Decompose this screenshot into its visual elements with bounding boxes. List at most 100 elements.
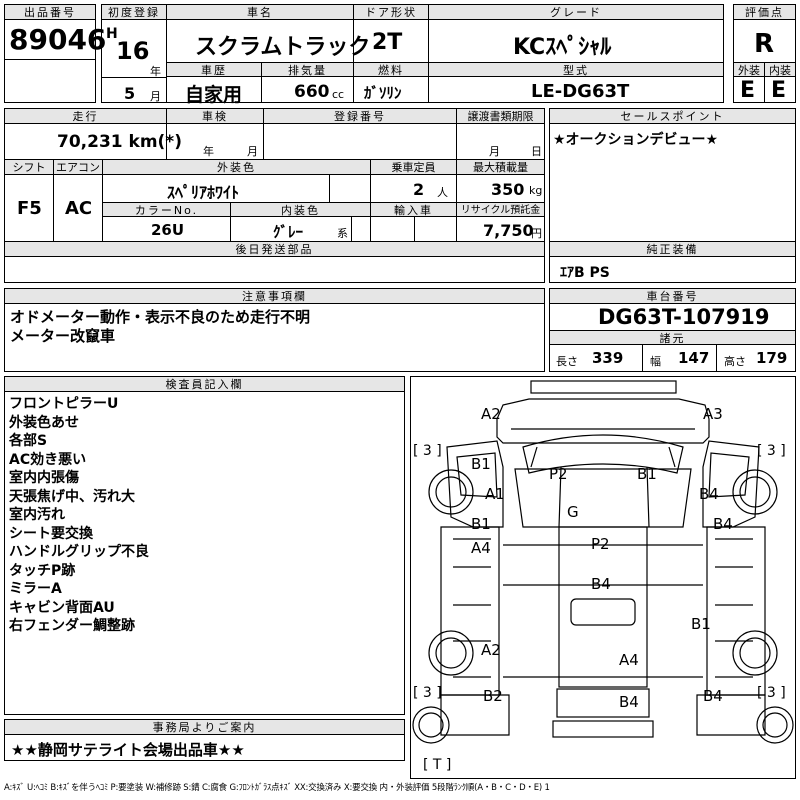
door-type: 2T	[372, 30, 403, 55]
equipment-box: 純正装備 ｴｱB PS	[549, 241, 796, 283]
chassis-number: DG63T-107919	[598, 305, 770, 329]
color-no: 26U	[151, 221, 185, 239]
damage-mark: B1	[691, 615, 711, 633]
office-notice: ★★静岡サテライト会場出品車★★	[11, 741, 245, 759]
mileage-box: 走行 70,231 km(*)	[4, 108, 182, 160]
model-label: 型式	[428, 62, 724, 77]
documents-month-unit: 月	[489, 145, 500, 158]
interior-color: ｸﾞﾚｰ	[273, 223, 304, 241]
color-no-box: カラーNo. 26U	[102, 202, 231, 242]
bed-floor-shape	[558, 526, 648, 688]
spare-tire-mark: [ T ]	[423, 757, 452, 773]
rear-right-shape	[696, 694, 766, 736]
history-label: 車歴	[166, 62, 262, 77]
shift-box: シフト F5	[4, 159, 54, 242]
color-divider	[329, 175, 330, 203]
door-label: ドア形状	[353, 4, 429, 20]
height-label: 高さ	[724, 355, 746, 368]
sales-point: ★オークションデビュー★	[553, 132, 719, 148]
shift: F5	[17, 198, 42, 219]
mileage-label: 走行	[4, 108, 167, 124]
vehicle-diagram: A2 A3 B1 P2 B1 A1 B4 G B1 B4 A4 P2 B4 B1…	[410, 376, 796, 779]
max-load: 350	[491, 180, 525, 199]
later-parts-label: 後日発送部品	[4, 241, 545, 257]
lot-number-label: 出品番号	[4, 4, 96, 20]
damage-mark: G	[567, 503, 579, 521]
inspector-line: シート要交換	[9, 525, 93, 542]
max-load-unit: kg	[529, 184, 543, 197]
inspector-line: ハンドルグリップ不良	[9, 544, 149, 560]
history-box: 車歴 自家用	[166, 62, 262, 106]
fuel-label: 燃料	[353, 62, 429, 77]
score-label: 評価点	[733, 4, 796, 20]
grade-box: グレード KCｽﾍﾟｼｬﾙ	[428, 4, 724, 63]
damage-mark: P2	[549, 465, 568, 483]
damage-mark: A4	[619, 651, 639, 669]
equipment-label: 純正装備	[549, 241, 796, 257]
damage-mark: A4	[471, 539, 491, 557]
shift-label: シフト	[4, 159, 54, 175]
recycle-box: リサイクル預託金 7,750 円	[456, 202, 545, 242]
door-box: ドア形状 2T	[353, 4, 429, 63]
caution-line-2: メーター改竄車	[10, 327, 116, 345]
inspector-line: キャビン背面AU	[9, 599, 115, 616]
caution-label: 注意事項欄	[4, 288, 545, 304]
recycle-fee-unit: 円	[531, 227, 542, 240]
reg-year-unit: 年	[150, 65, 161, 78]
aircon: AC	[65, 198, 93, 219]
history: 自家用	[185, 84, 243, 106]
capacity-unit: 人	[437, 186, 448, 199]
car-name-box: 車名 スクラムトラック	[166, 4, 370, 63]
exterior-score-box: 外装 E	[733, 62, 765, 103]
inspector-line: ミラーA	[9, 581, 62, 597]
office-label: 事務局よりご案内	[4, 719, 405, 735]
inspector-line: 天張焦げ中、汚れ大	[9, 488, 135, 505]
inspection-label: 車検	[166, 108, 264, 124]
interior-color-divider	[351, 217, 352, 242]
dims-divider-1	[642, 345, 643, 372]
reg-year: 16	[116, 37, 150, 65]
car-name: スクラムトラック	[195, 35, 371, 60]
interior-label: 内装	[764, 62, 796, 77]
score-box: 評価点 R	[733, 4, 796, 63]
inspector-label: 検査員記入欄	[4, 376, 405, 392]
right-bed-side	[706, 526, 766, 696]
grade: KCｽﾍﾟｼｬﾙ	[513, 35, 612, 60]
chassis-label: 車台番号	[549, 288, 796, 304]
recycle-label: リサイクル預託金	[456, 202, 545, 217]
displacement: 660	[294, 82, 330, 102]
damage-mark: P2	[591, 535, 610, 553]
damage-mark: B4	[703, 687, 723, 705]
inspection-box: 車検 年 月	[166, 108, 264, 160]
grade-label: グレード	[428, 4, 724, 20]
damage-mark: B4	[713, 515, 733, 533]
aircon-label: エアコン	[53, 159, 103, 175]
office-box: 事務局よりご案内 ★★静岡サテライト会場出品車★★	[4, 719, 405, 761]
sales-point-box: セールスポイント ★オークションデビュー★	[549, 108, 796, 242]
capacity: 2	[413, 180, 425, 199]
reg-month-unit: 月	[150, 90, 161, 103]
front-bumper-shape	[530, 380, 677, 394]
interior-color-label: 内装色	[230, 202, 371, 217]
import-label: 輸入車	[370, 202, 457, 217]
model-box: 型式 LE-DG63T	[428, 62, 724, 103]
length-label: 長さ	[556, 355, 578, 368]
score: R	[754, 29, 775, 59]
lot-number-box: 出品番号 89046	[4, 4, 106, 60]
displacement-box: 排気量 660 cc	[261, 62, 354, 103]
displacement-label: 排気量	[261, 62, 354, 77]
tire-mark-front-left: [ 3 ]	[413, 443, 442, 459]
damage-mark: B1	[471, 515, 491, 533]
damage-mark: B4	[699, 485, 719, 503]
damage-mark: A1	[485, 485, 505, 503]
damage-mark: A2	[481, 641, 501, 659]
right-cabin-side	[702, 440, 760, 528]
aircon-box: エアコン AC	[53, 159, 103, 242]
first-registration-box: 初度登録 H 16 年 5 月	[101, 4, 167, 103]
tailgate-shape	[556, 688, 650, 718]
lot-blank-box	[4, 59, 96, 103]
interior-color-box: 内装色 ｸﾞﾚｰ 系	[230, 202, 371, 242]
model: LE-DG63T	[531, 81, 630, 102]
mileage: 70,231 km(*)	[57, 132, 182, 152]
tire-mark-front-right: [ 3 ]	[757, 443, 786, 459]
